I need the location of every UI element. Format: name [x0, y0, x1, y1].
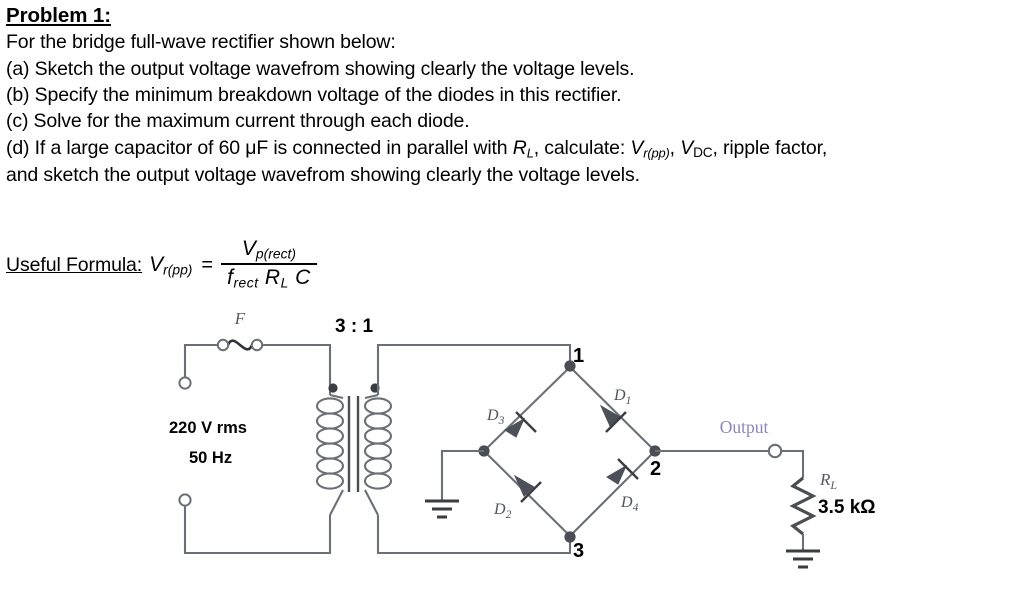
formula-denominator: frect RL C [221, 265, 317, 290]
formula-den-R: R [264, 265, 281, 289]
micro-symbol: μ [245, 136, 257, 159]
load-resistance-value: 3.5 kΩ [818, 497, 876, 518]
formula-lhs-sub: r(pp) [163, 262, 193, 279]
formula-numerator: Vp(rect) [236, 238, 302, 263]
turns-ratio-label: 3 : 1 [335, 316, 373, 337]
formula-fraction-bar [221, 262, 317, 265]
problem-intro: For the bridge full-wave rectifier shown… [6, 31, 396, 54]
problem-item-a: (a) Sketch the output voltage wavefrom s… [6, 57, 635, 80]
bridge-rectifier-group: D3 D1 D2 D4 [478, 360, 661, 543]
formula-den-C: C [295, 265, 311, 289]
diode-D4-label: D4 [620, 494, 639, 514]
transformer-secondary-coil [363, 393, 393, 516]
primary-top-left-wire [183, 343, 218, 388]
load-top-wire [782, 449, 805, 478]
diode-D1-triangle [599, 404, 621, 427]
primary-bottom-wire [183, 505, 332, 555]
formula-fraction: Vp(rect) frect RL C [221, 238, 317, 289]
diode-D3-label: D3 [486, 407, 505, 427]
diode-D1-label: D1 [613, 387, 631, 407]
formula-label: Useful Formula: [6, 254, 143, 277]
bridge-node-1-dot [564, 360, 576, 372]
primary-top-right-wire [262, 343, 332, 395]
circuit-diagram: F 3 : 1 220 V rms 50 Hz [0, 300, 1024, 598]
vrpp-symbol: V [630, 136, 644, 159]
formula-den-f: f [227, 265, 234, 289]
problem-item-d-line2: and sketch the output voltage wavefrom s… [6, 164, 640, 187]
useful-formula: Useful Formula: Vr(pp) = Vp(rect) frect … [6, 238, 317, 291]
output-terminal [767, 443, 783, 459]
load-resistor-zigzag [789, 476, 817, 536]
bridge-node-3-dot [564, 531, 576, 543]
formula-equals-sign: = [201, 254, 214, 277]
item-d-mid3: , [669, 136, 681, 159]
formula-lhs-V: V [149, 253, 164, 277]
fuse-left-terminal [216, 338, 230, 352]
vdc-subscript: DC [693, 144, 713, 160]
problem-item-c: (c) Solve for the maximum current throug… [6, 110, 470, 133]
node-label-1: 1 [573, 345, 584, 367]
vdc-symbol: V [680, 136, 694, 159]
formula-num-V: V [241, 237, 256, 260]
diode-D2-label: D2 [493, 501, 512, 521]
secondary-wiring-group [376, 343, 572, 555]
transformer-primary-coil [315, 393, 345, 516]
bridge-left-ground [425, 449, 484, 519]
source-voltage-label: 220 V rms [169, 419, 247, 437]
item-d-mid2: , calculate: [533, 136, 631, 159]
diode-D4-cathode-bar [617, 458, 639, 480]
load-resistor-label: RL [819, 470, 837, 492]
source-terminal-top [178, 376, 192, 390]
problem-item-b: (b) Specify the minimum breakdown voltag… [6, 84, 622, 107]
diode-D3 [504, 411, 537, 438]
fuse-right-terminal [250, 338, 264, 352]
primary-side-group [183, 339, 332, 555]
diode-D4 [606, 458, 639, 485]
item-d-suffix: , ripple factor, [712, 136, 828, 159]
bridge-arm-node1-to-left [483, 366, 571, 452]
fuse-label: F [234, 309, 246, 328]
output-label: Output [720, 417, 769, 437]
output-load-group [655, 443, 820, 569]
diode-D1 [599, 404, 627, 433]
problem-text-block: Problem 1: For the bridge full-wave rect… [6, 4, 1018, 189]
item-d-prefix: (d) If a large capacitor of 60 [6, 136, 246, 159]
bridge-arm-node3-to-node2 [569, 450, 656, 537]
transformer-symbol [315, 383, 393, 516]
page-title: Problem 1: [6, 4, 111, 27]
node-label-3: 3 [573, 540, 584, 562]
fuse-curve [226, 339, 254, 351]
diode-D4-triangle [606, 464, 628, 485]
load-resistor-symbol: R [512, 136, 527, 159]
source-terminal-bottom [178, 493, 192, 507]
formula-den-f-sub: rect [233, 274, 259, 291]
source-frequency-label: 50 Hz [189, 449, 232, 467]
formula-num-sub: p(rect) [255, 245, 296, 262]
diode-D2-cathode-bar [520, 481, 542, 503]
diode-D1-cathode-bar [605, 411, 627, 433]
transformer-dot-primary [328, 383, 338, 393]
node-label-2: 2 [650, 458, 661, 480]
diode-D2 [513, 474, 542, 503]
problem-item-d: (d) If a large capacitor of 60 μF is con… [6, 135, 1018, 163]
diode-D3-triangle [504, 417, 526, 438]
load-resistor-subscript: L [526, 145, 534, 161]
formula-den-R-sub: L [280, 274, 289, 291]
vrpp-subscript: r(pp) [643, 145, 670, 161]
formula-lhs: Vr(pp) [149, 253, 192, 278]
secondary-bottom-wire [376, 515, 572, 555]
bridge-arm-node1-to-node2 [569, 366, 656, 452]
secondary-top-wire [376, 343, 572, 395]
item-d-mid1: F is connected in parallel with [256, 136, 513, 159]
diode-D2-triangle [513, 474, 535, 497]
diode-D3-cathode-bar [515, 411, 537, 433]
